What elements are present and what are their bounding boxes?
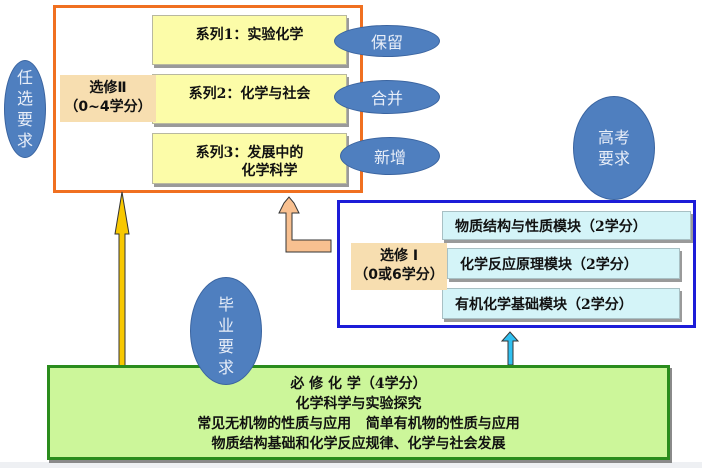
graduation-char: 业	[217, 316, 234, 335]
graduation-requirement-ellipse: 毕 业 要 求	[190, 277, 262, 385]
module-organic-box: 有机化学基础模块（2学分）	[442, 288, 680, 319]
elective-2-label: 选修Ⅱ	[89, 80, 127, 96]
gaokao-line: 高考	[597, 128, 630, 147]
elective-1-label-box: 选修 I （0或6学分）	[351, 243, 447, 290]
graduation-char: 毕	[217, 295, 234, 314]
series-2-label: 系列2：化学与社会	[188, 86, 311, 102]
module-label: 物质结构与性质模块（2学分）	[455, 218, 647, 235]
series-1-label: 系列1：实验化学	[195, 27, 304, 43]
cyan-up-arrow	[500, 331, 520, 366]
optional-char: 选	[16, 89, 33, 108]
new-status-label: 新增	[373, 148, 406, 167]
gaokao-requirement-ellipse: 高考 要求	[573, 96, 655, 200]
compulsory-line: 常见无机物的性质与应用 简单有机物的性质与应用	[197, 416, 520, 432]
optional-char: 要	[16, 110, 33, 129]
compulsory-title: 必 修 化 学（4学分）	[290, 376, 427, 392]
series-3-label-line1: 系列3：发展中的	[195, 144, 304, 161]
module-structure-box: 物质结构与性质模块（2学分）	[442, 211, 691, 240]
compulsory-box: 必 修 化 学（4学分） 化学科学与实验探究 常见无机物的性质与应用 简单有机物…	[47, 365, 670, 460]
elective-2-label-box: 选修Ⅱ （0~4学分）	[60, 75, 156, 122]
graduation-char: 要	[217, 337, 234, 356]
module-label: 化学反应原理模块（2学分）	[460, 256, 638, 273]
merge-status-ellipse: 合并	[334, 80, 440, 114]
yellow-up-arrow	[114, 191, 130, 367]
optional-char: 任	[16, 68, 33, 87]
tan-bent-arrow	[278, 196, 332, 253]
bottom-strip	[0, 462, 702, 468]
module-reaction-box: 化学反应原理模块（2学分）	[447, 248, 680, 279]
keep-status-label: 保留	[370, 33, 403, 52]
compulsory-line: 化学科学与实验探究	[295, 396, 422, 412]
elective-2-credits: （0~4学分）	[64, 99, 152, 115]
merge-status-label: 合并	[370, 89, 403, 108]
new-status-ellipse: 新增	[340, 137, 440, 175]
elective-1-credits: （0或6学分）	[354, 267, 444, 283]
series-1-box: 系列1：实验化学	[152, 15, 347, 65]
series-2-box: 系列2：化学与社会	[152, 74, 347, 124]
optional-requirement-ellipse: 任 选 要 求	[4, 60, 46, 158]
module-label: 有机化学基础模块（2学分）	[455, 296, 633, 313]
compulsory-line: 物质结构基础和化学反应规律、化学与社会发展	[211, 436, 506, 452]
gaokao-line: 要求	[597, 149, 630, 168]
graduation-char: 求	[217, 358, 234, 377]
optional-char: 求	[16, 131, 33, 150]
keep-status-ellipse: 保留	[334, 25, 440, 57]
series-3-box: 系列3：发展中的 化学科学	[152, 133, 347, 184]
elective-1-label: 选修 I	[379, 248, 419, 264]
series-3-label-line2: 化学科学	[241, 162, 298, 179]
